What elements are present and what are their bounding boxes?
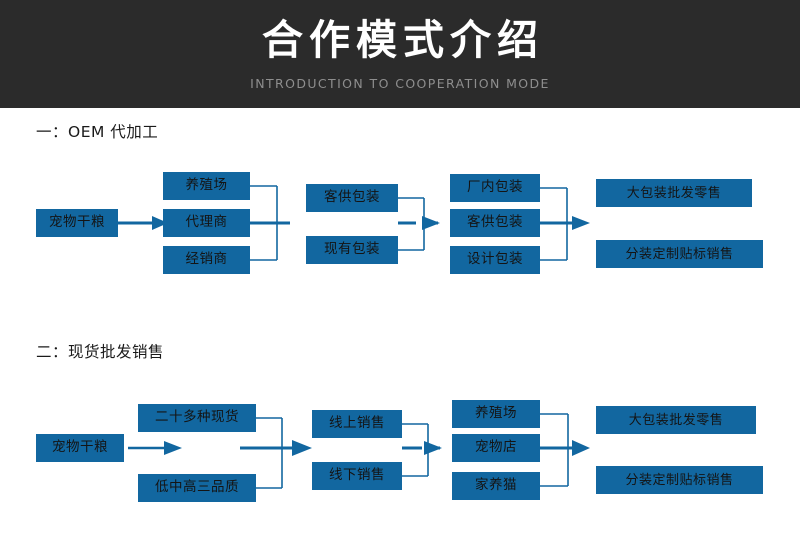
section-oem: 一：OEM 代加工 宠物干粮 养殖场 代理商	[0, 108, 800, 320]
flow-box[interactable]: 家养猫	[452, 472, 540, 500]
flow-box[interactable]: 线下销售	[312, 462, 402, 490]
flow-box[interactable]: 大包装批发零售	[596, 179, 752, 207]
section-title-1: 一：OEM 代加工	[36, 123, 159, 141]
flow-box[interactable]: 大包装批发零售	[596, 406, 756, 434]
flow-box[interactable]: 宠物干粮	[36, 209, 118, 237]
flow-box[interactable]: 分装定制贴标销售	[596, 466, 763, 494]
flow-box[interactable]: 养殖场	[452, 400, 540, 428]
flow-box[interactable]: 代理商	[163, 209, 250, 237]
section-stock-wholesale: 二：现货批发销售 宠物干粮 二十多种	[0, 328, 800, 540]
flow-box[interactable]: 低中高三品质	[138, 474, 256, 502]
flow-box[interactable]: 宠物干粮	[36, 434, 124, 462]
flow-box[interactable]: 二十多种现货	[138, 404, 256, 432]
section-title-2: 二：现货批发销售	[36, 343, 165, 361]
flow-box[interactable]: 厂内包装	[450, 174, 540, 202]
flow-box[interactable]: 分装定制贴标销售	[596, 240, 763, 268]
flow-box[interactable]: 线上销售	[312, 410, 402, 438]
flow-box[interactable]: 现有包装	[306, 236, 398, 264]
flow-box[interactable]: 客供包装	[450, 209, 540, 237]
flow-box[interactable]: 养殖场	[163, 172, 250, 200]
page-title: 合作模式介绍	[262, 16, 544, 65]
page-subtitle: INTRODUCTION TO COOPERATION MODE	[250, 75, 550, 91]
flow-box[interactable]: 经销商	[163, 246, 250, 274]
flow-box[interactable]: 设计包装	[450, 246, 540, 274]
flow-connectors-1	[118, 185, 590, 261]
flow-connectors-2	[128, 413, 590, 489]
flow-box[interactable]: 客供包装	[306, 184, 398, 212]
flow-box[interactable]: 宠物店	[452, 434, 540, 462]
header-banner: 合作模式介绍 INTRODUCTION TO COOPERATION MODE	[0, 0, 800, 108]
